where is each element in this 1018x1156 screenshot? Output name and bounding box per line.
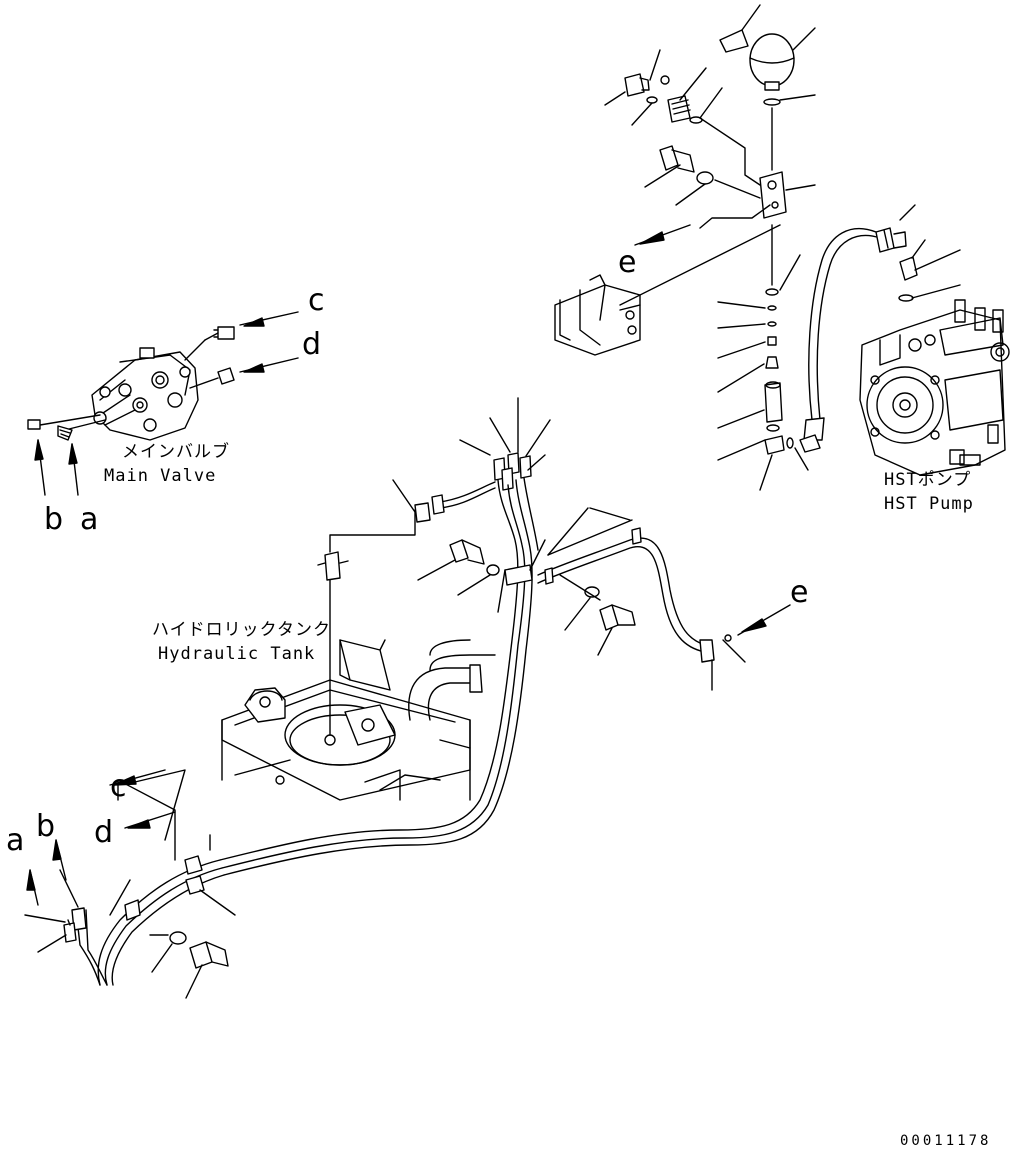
letter-e-top: e <box>618 245 637 280</box>
lower-left-piping <box>24 769 236 999</box>
hst-pump-label-en: HST Pump <box>884 494 974 514</box>
letter-c-bottom: c <box>110 769 127 804</box>
accumulator-assembly <box>554 4 816 491</box>
letter-e-right: e <box>790 575 809 610</box>
letter-b-bottom: b <box>36 809 56 844</box>
hst-pump-drawing <box>859 299 1010 476</box>
letter-b-valve: b <box>44 502 64 537</box>
hst-pump-label-jp: HSTポンプ <box>884 470 972 490</box>
hydraulic-tank-label-jp: ハイドロリックタンク <box>152 620 331 640</box>
document-number: 00011178 <box>900 1133 992 1149</box>
letter-a-bottom: a <box>6 823 25 858</box>
hydraulic-tank-drawing <box>221 509 496 801</box>
letter-d-bottom: d <box>94 815 114 850</box>
letter-c-top: c <box>308 283 325 318</box>
letter-d-top: d <box>302 327 322 362</box>
hydraulic-tank-label-en: Hydraulic Tank <box>158 644 316 664</box>
letter-a-valve: a <box>80 502 99 537</box>
main-valve-label-jp: メインバルブ <box>122 442 230 462</box>
hose-bundle <box>219 397 791 876</box>
hst-hose <box>799 204 961 453</box>
main-valve-drawing <box>27 326 235 441</box>
main-valve-label-en: Main Valve <box>104 466 217 486</box>
valve-arrows <box>34 311 299 496</box>
